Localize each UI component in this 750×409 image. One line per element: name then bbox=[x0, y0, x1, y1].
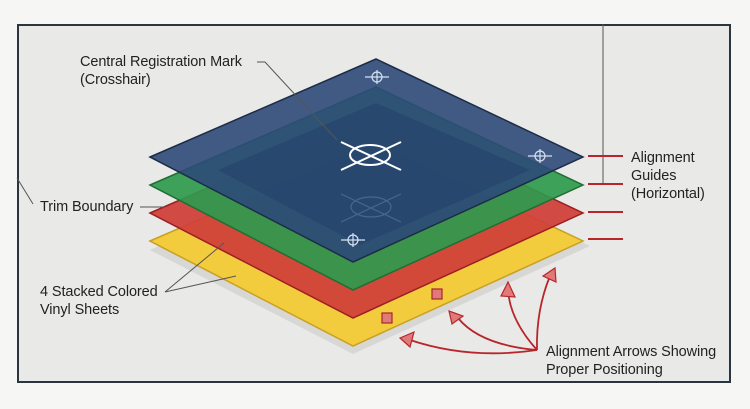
label-line: (Horizontal) bbox=[631, 186, 705, 202]
central-registration-label: Central Registration Mark (Crosshair) bbox=[80, 53, 242, 89]
label-line: Proper Positioning bbox=[546, 362, 663, 378]
alignment-square-marker bbox=[431, 288, 443, 300]
corner-registration-mark-icon bbox=[341, 70, 552, 247]
label-line: Vinyl Sheets bbox=[40, 302, 120, 318]
alignment-guide-lines bbox=[588, 155, 623, 240]
stacked-sheets-label: 4 Stacked Colored Vinyl Sheets bbox=[40, 283, 158, 319]
ghost-crosshair-icon bbox=[340, 193, 402, 223]
label-line: (Crosshair) bbox=[80, 72, 151, 88]
label-line: Alignment bbox=[631, 150, 695, 166]
alignment-guides-label: Alignment Guides (Horizontal) bbox=[631, 149, 705, 203]
label-line: Guides bbox=[631, 168, 677, 184]
central-crosshair-icon bbox=[340, 141, 402, 171]
alignment-square-marker bbox=[381, 312, 393, 324]
alignment-arrows-label: Alignment Arrows Showing Proper Position… bbox=[546, 343, 716, 379]
leader-lines bbox=[16, 24, 604, 293]
label-line: Alignment Arrows Showing bbox=[546, 344, 717, 360]
trim-boundary-label: Trim Boundary bbox=[40, 199, 134, 215]
blue-sheet-inner bbox=[218, 103, 530, 245]
label-line: Central Registration Mark bbox=[80, 54, 242, 70]
arrow-head-icon bbox=[398, 266, 557, 349]
label-line: 4 Stacked Colored bbox=[40, 284, 158, 300]
